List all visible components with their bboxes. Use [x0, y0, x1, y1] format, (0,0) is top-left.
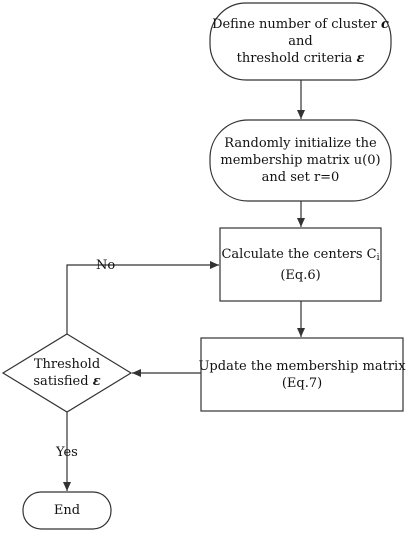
decision-line-2: satisfied ε [33, 374, 101, 389]
init-line-3: and set r=0 [261, 170, 340, 185]
epsilon-symbol: ε [92, 374, 101, 389]
cluster-symbol: c [381, 17, 389, 32]
centers-line-1: Calculate the centers Ci [221, 246, 380, 263]
centers-line-2: (Eq.6) [280, 267, 321, 283]
centers-process: Calculate the centers Ci (Eq.6) [220, 228, 381, 301]
end-terminal: End [23, 492, 111, 529]
start-terminal: Define number of cluster c and threshold… [210, 3, 391, 80]
start-line-2: and [288, 34, 313, 49]
init-line-2: membership matrix u(0) [220, 153, 381, 168]
start-line-1: Define number of cluster c [212, 17, 389, 32]
update-line-1: Update the membership matrix [198, 358, 406, 374]
init-terminal: Randomly initialize the membership matri… [210, 120, 391, 201]
update-process-shape [200, 337, 404, 412]
epsilon-symbol: ε [356, 51, 365, 66]
start-line-3: threshold criteria ε [236, 51, 365, 66]
end-terminal-shape [22, 491, 112, 530]
decision-line-1: Threshold [33, 357, 101, 372]
update-line-2: (Eq.7) [281, 375, 323, 391]
init-line-1: Randomly initialize the [224, 136, 377, 151]
no-edge-label: No [96, 258, 116, 273]
yes-edge-label: Yes [56, 445, 78, 460]
decision-diamond: Threshold satisfied ε [3, 334, 131, 412]
end-label: End [53, 503, 81, 518]
update-process: Update the membership matrix (Eq.7) [198, 338, 406, 411]
decision-no-loop-arrow [66, 261, 219, 334]
